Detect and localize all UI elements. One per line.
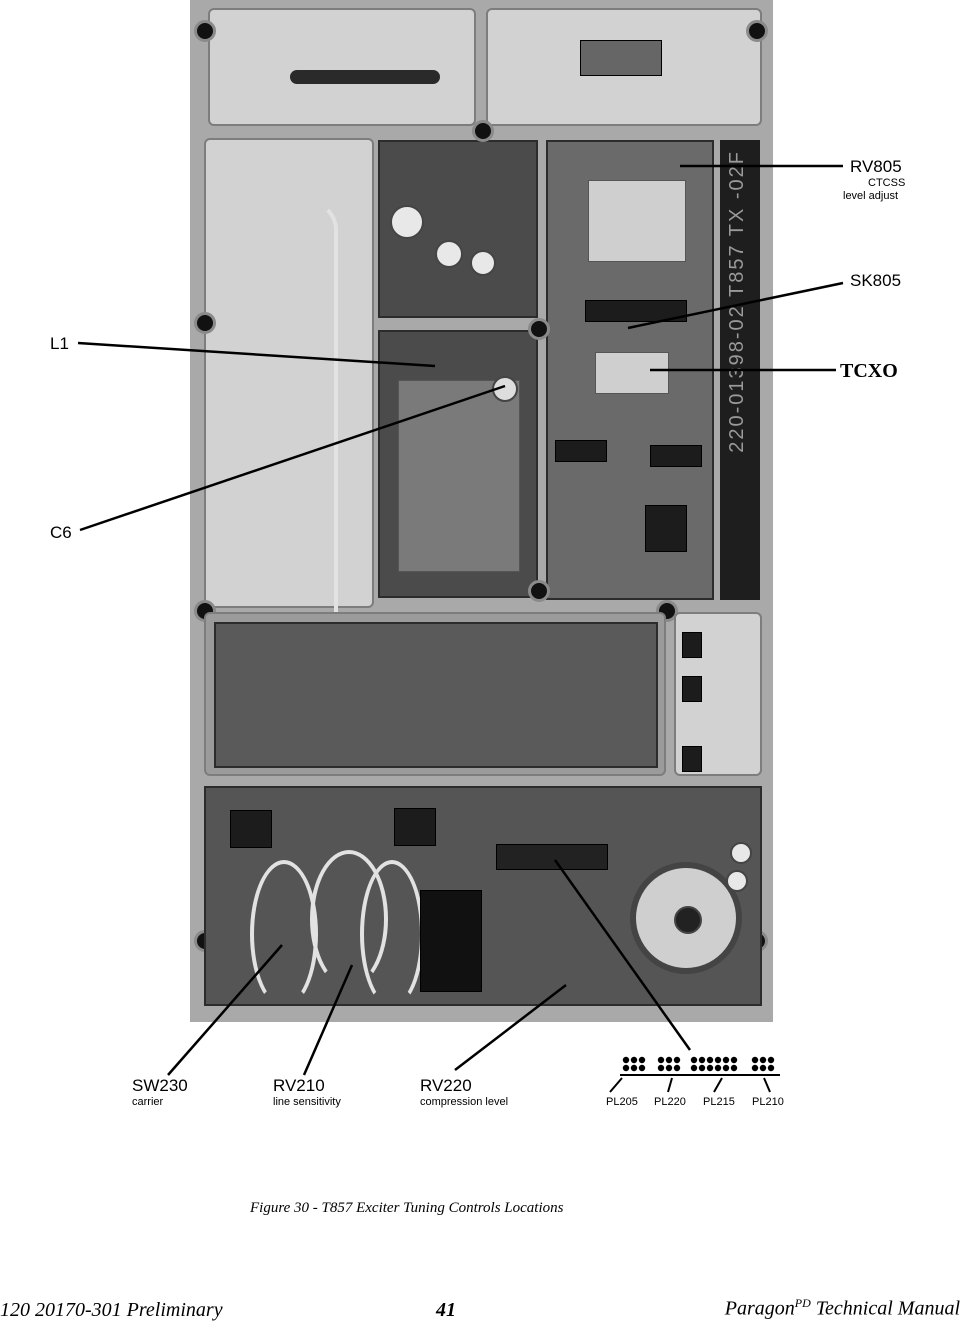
header-pin [622, 1064, 630, 1072]
top-trace [290, 70, 440, 84]
c6-label: C6 [50, 523, 72, 542]
figure-caption: Figure 30 - T857 Exciter Tuning Controls… [250, 1200, 564, 1216]
header-pin [657, 1056, 665, 1064]
sk805-leader [627, 281, 844, 330]
footer-page-number: 41 [436, 1299, 456, 1321]
header-pin [751, 1056, 759, 1064]
header-pin [759, 1064, 767, 1072]
header-pin [690, 1056, 698, 1064]
rv220-label: RV220 [420, 1076, 472, 1095]
pl-header-pins [622, 1056, 775, 1072]
sk805-label: SK805 [850, 271, 902, 290]
electrolytic-cap [390, 205, 424, 239]
sw230-desc: carrier [132, 1096, 164, 1108]
electrolytic-cap [470, 250, 496, 276]
header-pin [730, 1064, 738, 1072]
footer-brand: Paragon [724, 1297, 795, 1320]
header-pin [698, 1064, 706, 1072]
screw [528, 318, 550, 340]
footer-brand-superscript: PD [794, 1296, 811, 1310]
screw [528, 580, 550, 602]
header-pin [698, 1056, 706, 1064]
header-pin [690, 1064, 698, 1072]
screw [472, 120, 494, 142]
header-pin [759, 1056, 767, 1064]
footer-title-text: Technical Manual [810, 1297, 960, 1320]
header-pin [673, 1056, 681, 1064]
sw230-label: SW230 [132, 1076, 188, 1095]
sw230-leader [167, 944, 283, 1076]
header-pin [638, 1064, 646, 1072]
top-connector [580, 40, 662, 76]
ic [555, 440, 607, 462]
electrolytic-cap [726, 870, 748, 892]
header-pin [706, 1064, 714, 1072]
header-pin [706, 1056, 714, 1064]
top-left-compartment [208, 8, 476, 126]
l1-label: L1 [50, 334, 69, 353]
ic [650, 445, 702, 467]
header-pin [722, 1056, 730, 1064]
screw [746, 20, 768, 42]
tcxo-label: TCXO [840, 360, 898, 382]
header-pin [665, 1056, 673, 1064]
pl-leader [553, 859, 692, 1051]
ctcss-module [588, 180, 686, 262]
transformer [420, 890, 482, 992]
header-pin [767, 1056, 775, 1064]
ic [645, 505, 687, 552]
rv805-label: RV805 [850, 157, 902, 176]
connector [682, 746, 702, 772]
rv805-desc-line1: CTCSS [868, 177, 906, 189]
pl-label: PL210 [752, 1096, 784, 1108]
ic [230, 810, 272, 848]
l1-leader [77, 341, 436, 368]
screw [194, 20, 216, 42]
pl-label: PL205 [606, 1096, 638, 1108]
header-pin [622, 1056, 630, 1064]
sk805-socket [585, 300, 687, 322]
electrolytic-cap [730, 842, 752, 864]
header-block [496, 844, 608, 870]
ic [394, 808, 436, 846]
connector [682, 632, 702, 658]
header-pin [673, 1064, 681, 1072]
rv220-desc: compression level [420, 1096, 509, 1108]
header-pin [767, 1064, 775, 1072]
rv210-label: RV210 [273, 1076, 325, 1095]
rf-board [214, 622, 658, 768]
header-pin [630, 1064, 638, 1072]
rv220-leader [454, 984, 567, 1071]
header-pin [657, 1064, 665, 1072]
footer-doc-number: 120 20170-301 Preliminary [0, 1299, 223, 1321]
connector [682, 676, 702, 702]
footer-manual-title: ParagonPD Technical Manual [725, 1296, 960, 1321]
header-pin [714, 1056, 722, 1064]
electrolytic-cap [435, 240, 463, 268]
header-pin [722, 1064, 730, 1072]
header-pin [638, 1056, 646, 1064]
rv210-desc: line sensitivity [273, 1096, 341, 1108]
vco-shield [398, 380, 520, 572]
header-pin [714, 1064, 722, 1072]
pl-label: PL215 [703, 1096, 735, 1108]
screw [194, 312, 216, 334]
rv210-leader [302, 964, 354, 1076]
c6-leader [79, 384, 506, 532]
header-pin [730, 1056, 738, 1064]
rv805-desc-line2: level adjust [843, 190, 899, 202]
speaker-centre [674, 906, 702, 934]
pl-bracket [609, 1074, 780, 1093]
header-pin [751, 1064, 759, 1072]
pl-label: PL220 [654, 1096, 686, 1108]
tcxo-module [595, 352, 669, 394]
header-pin [630, 1056, 638, 1064]
header-pin [665, 1064, 673, 1072]
exciter-pcb-photo: 220-01398-02 T857 TX -02F [190, 0, 773, 1022]
